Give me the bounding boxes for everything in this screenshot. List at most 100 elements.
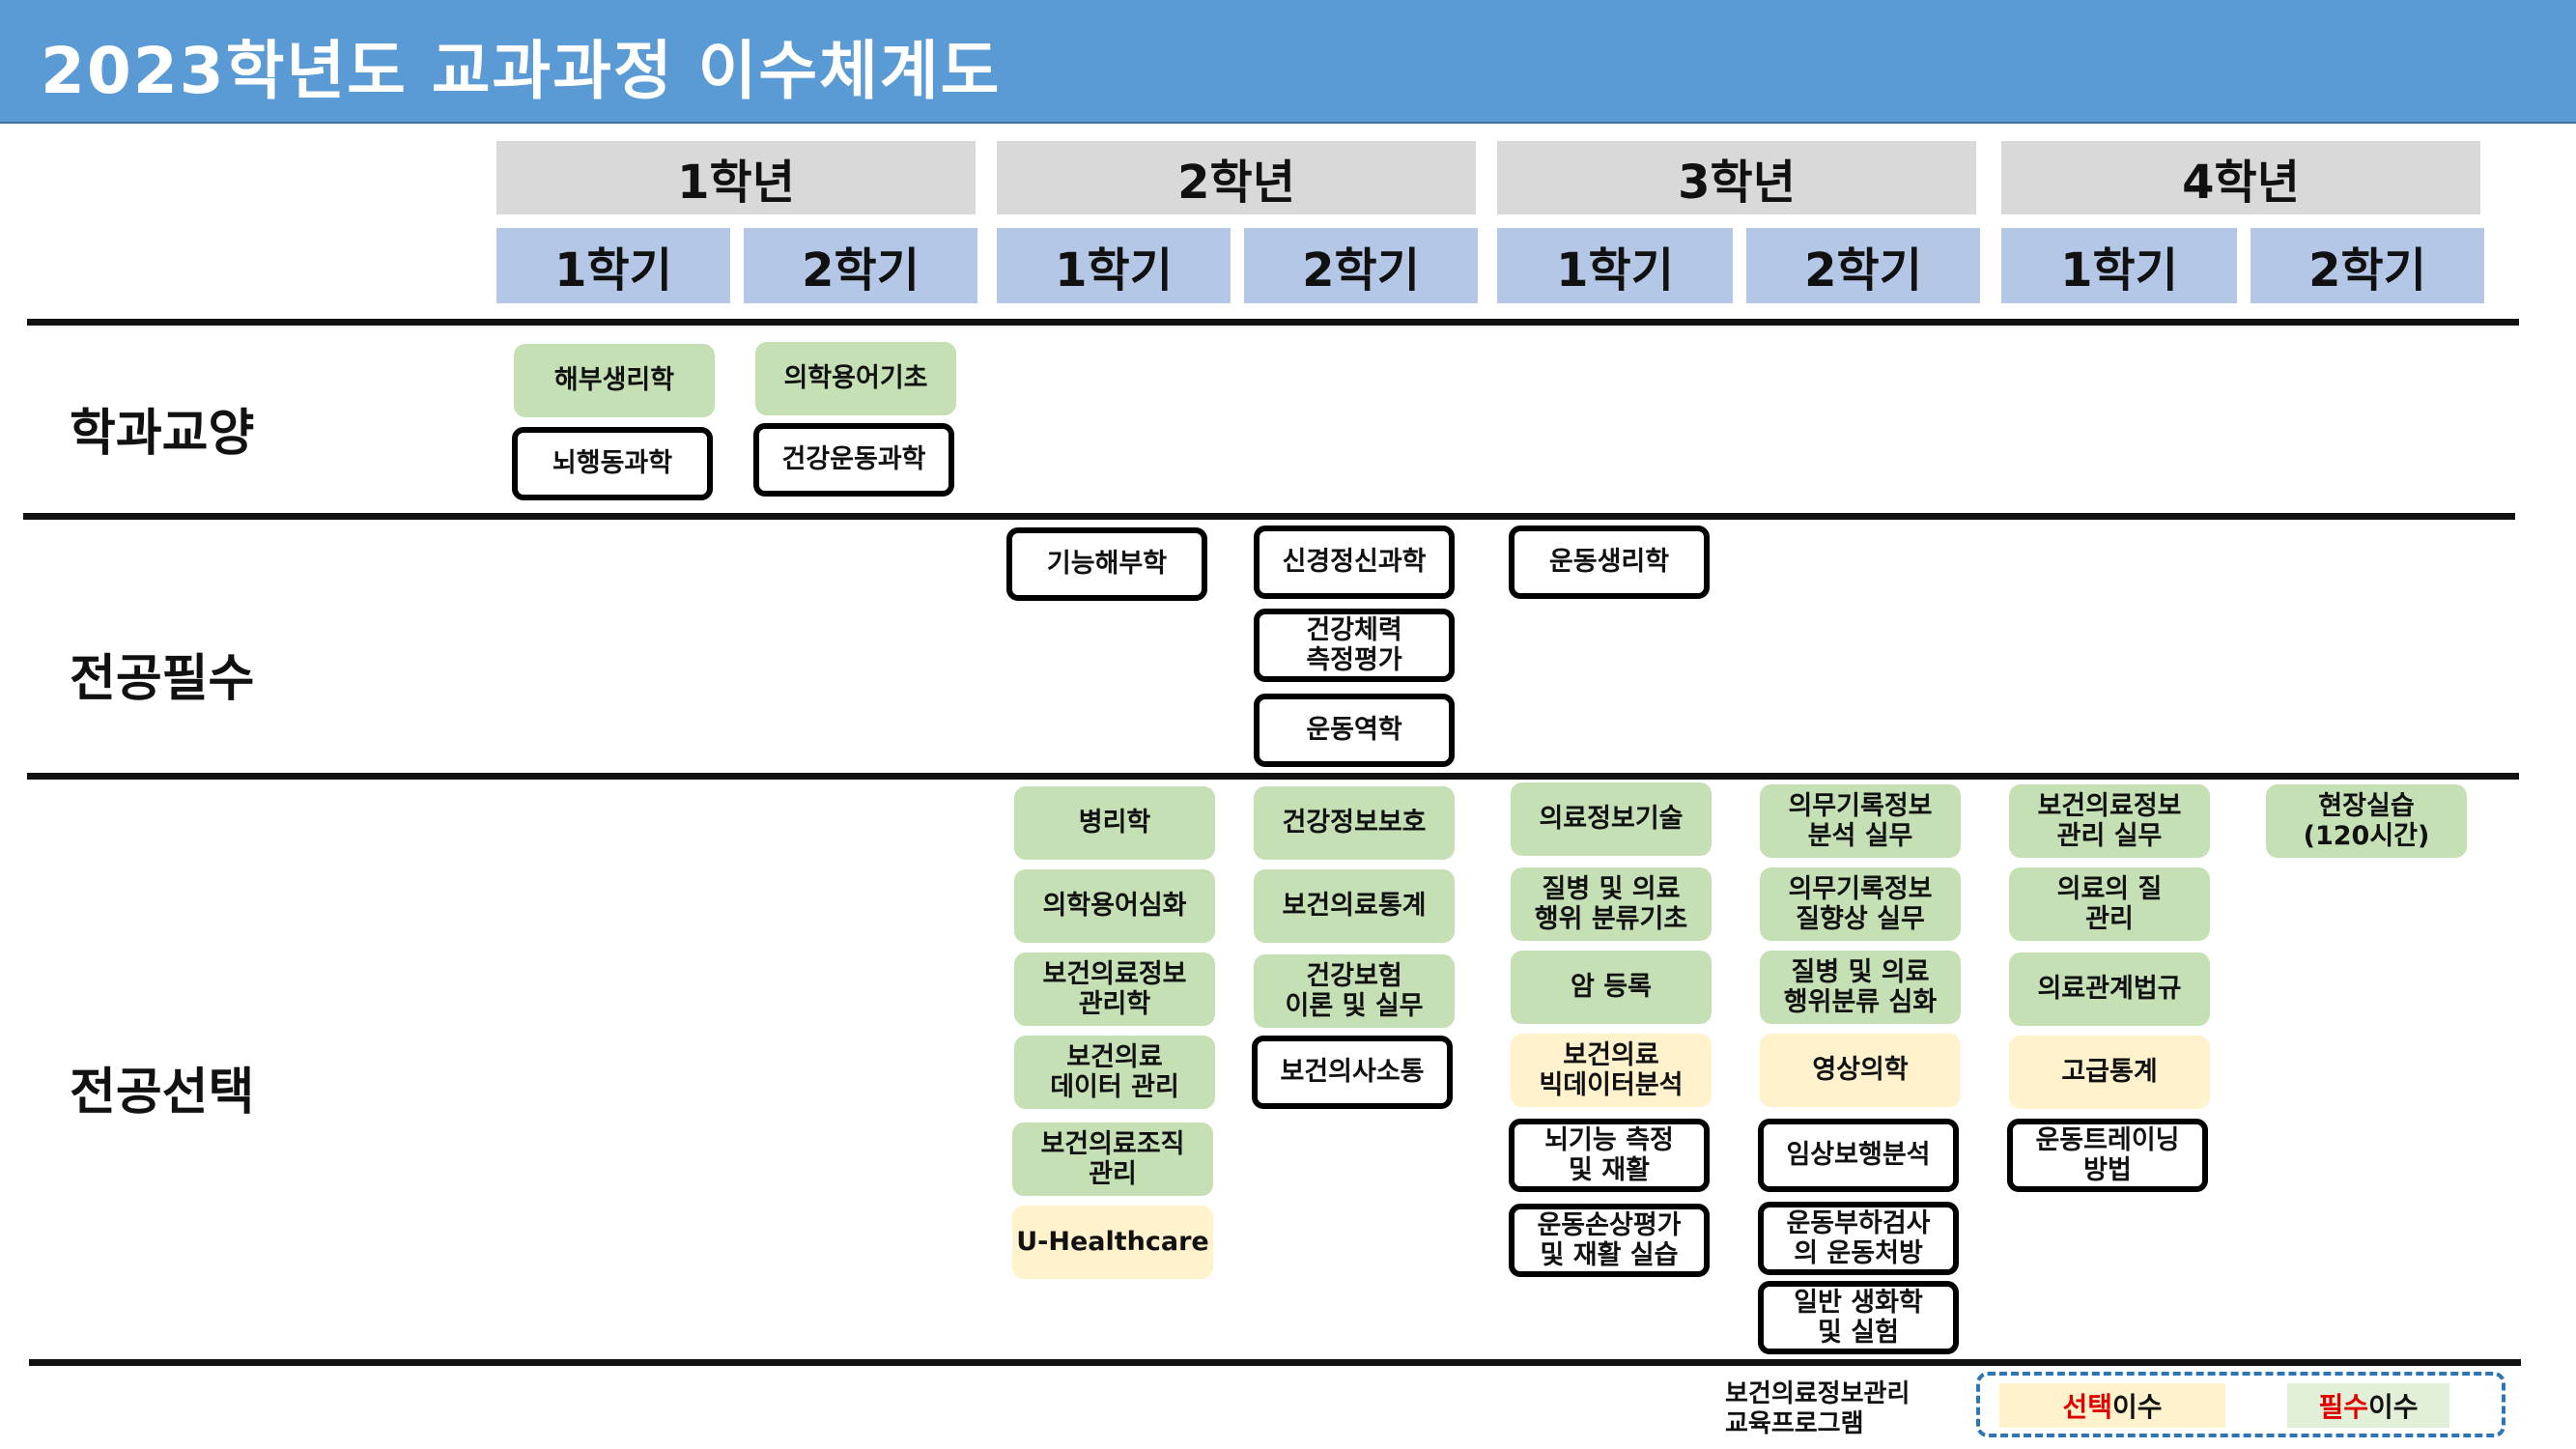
course-card: 보건의료정보 관리학 — [1014, 952, 1215, 1026]
divider-line — [27, 773, 2519, 780]
course-card: 건강체력 측정평가 — [1254, 609, 1455, 682]
course-name: 의료관계법규 — [2037, 974, 2182, 1005]
course-card: 의료의 질 관리 — [2009, 867, 2210, 941]
course-name: 건강정보보호 — [1282, 808, 1427, 838]
course-name: 의학용어기초 — [783, 363, 928, 394]
course-name: 병리학 — [1078, 808, 1151, 838]
semester-header: 2학기 — [744, 228, 977, 303]
course-card: 신경정신과학 — [1254, 526, 1455, 599]
year-header-4: 4학년 — [2001, 141, 2480, 214]
row-label-dept-liberal: 학과교양 — [70, 405, 255, 463]
course-name: 의료정보기술 — [1539, 804, 1684, 835]
course-card: 운동생리학 — [1509, 526, 1710, 599]
course-name: 영상의학 — [1812, 1055, 1909, 1086]
course-name: 운동트레이닝 방법 — [2035, 1124, 2180, 1185]
semester-label: 2학기 — [2308, 243, 2426, 298]
course-card: 기능해부학 — [1006, 527, 1207, 601]
course-name: 의무기록정보 질향상 실무 — [1788, 873, 1933, 934]
course-name: U-Healthcare — [1016, 1227, 1209, 1258]
course-card: 의료관계법규 — [2009, 952, 2210, 1026]
legend-elective-rest: 이수 — [2112, 1391, 2163, 1423]
course-name: 뇌행동과학 — [552, 448, 673, 479]
title-bar: 2023학년도 교과과정 이수체계도 — [0, 0, 2576, 124]
course-card: 해부생리학 — [514, 344, 715, 417]
course-name: 운동부하검사 의 운동처방 — [1786, 1208, 1931, 1268]
course-name: 보건의료 빅데이터분석 — [1539, 1039, 1684, 1100]
divider-line — [23, 513, 2515, 520]
semester-label: 1학기 — [554, 243, 672, 298]
course-card: 의료정보기술 — [1511, 782, 1712, 856]
course-name: 보건의료정보 관리학 — [1042, 958, 1187, 1019]
semester-label: 1학기 — [1556, 243, 1674, 298]
semester-header: 1학기 — [2001, 228, 2237, 303]
divider-line — [29, 1359, 2521, 1366]
course-name: 건강운동과학 — [781, 444, 926, 475]
course-name: 일반 생화학 및 실험 — [1794, 1287, 1923, 1348]
course-name: 현장실습 (120시간) — [2303, 790, 2430, 851]
course-name: 기능해부학 — [1046, 549, 1168, 580]
course-card: 운동역학 — [1254, 694, 1455, 767]
course-card: 보건의료정보 관리 실무 — [2009, 784, 2210, 858]
course-card: 현장실습 (120시간) — [2266, 784, 2467, 858]
course-card: 보건의료 빅데이터분석 — [1511, 1034, 1712, 1107]
semester-header: 1학기 — [997, 228, 1231, 303]
course-card: 암 등록 — [1511, 951, 1712, 1024]
program-label: 보건의료정보관리 교육프로그램 — [1725, 1379, 1910, 1438]
program-text: 보건의료정보관리 교육프로그램 — [1725, 1379, 1911, 1438]
year-label: 1학년 — [677, 156, 795, 210]
year-label: 2학년 — [1177, 156, 1295, 210]
year-header-3: 3학년 — [1497, 141, 1976, 214]
legend-required-highlight: 필수 — [2318, 1391, 2368, 1423]
year-header-2: 2학년 — [997, 141, 1476, 214]
course-card: 고급통계 — [2009, 1036, 2210, 1109]
course-card: 의무기록정보 분석 실무 — [1760, 784, 1961, 858]
year-label: 3학년 — [1678, 156, 1796, 210]
course-card: 보건의사소통 — [1252, 1036, 1453, 1109]
course-card: 운동부하검사 의 운동처방 — [1758, 1202, 1959, 1275]
course-card: 의학용어심화 — [1014, 869, 1215, 943]
course-card: 의무기록정보 질향상 실무 — [1760, 867, 1961, 941]
legend-required-rest: 이수 — [2368, 1391, 2419, 1423]
semester-header: 2학기 — [1244, 228, 1478, 303]
row-label-major-elective: 전공선택 — [70, 1064, 255, 1122]
semester-label: 2학기 — [802, 243, 920, 298]
course-name: 보건의료통계 — [1282, 891, 1427, 922]
semester-label: 2학기 — [1302, 243, 1420, 298]
course-name: 운동역학 — [1306, 715, 1402, 746]
course-name: 보건의료정보 관리 실무 — [2037, 790, 2182, 851]
course-card: 뇌기능 측정 및 재활 — [1509, 1119, 1710, 1192]
course-card: 건강정보보호 — [1254, 786, 1455, 860]
course-name: 의료의 질 관리 — [2056, 873, 2163, 934]
course-card: 건강보험 이론 및 실무 — [1254, 954, 1455, 1028]
course-name: 신경정신과학 — [1282, 547, 1427, 578]
course-name: 보건의료조직 관리 — [1040, 1128, 1185, 1189]
page-title: 2023학년도 교과과정 이수체계도 — [41, 34, 1002, 108]
course-name: 운동생리학 — [1548, 547, 1670, 578]
divider-line — [27, 319, 2519, 326]
course-card: 뇌행동과학 — [512, 427, 713, 500]
row-label-major-required: 전공필수 — [70, 650, 255, 708]
course-name: 운동손상평가 및 재활 실습 — [1537, 1209, 1682, 1270]
course-card: 운동손상평가 및 재활 실습 — [1509, 1204, 1710, 1277]
course-card: 의학용어기초 — [755, 342, 956, 415]
course-card: 임상보행분석 — [1758, 1119, 1959, 1192]
course-name: 건강보험 이론 및 실무 — [1285, 960, 1424, 1021]
year-header-1: 1학년 — [496, 141, 976, 214]
course-name: 해부생리학 — [553, 365, 675, 396]
course-card: 건강운동과학 — [753, 423, 954, 497]
course-name: 건강체력 측정평가 — [1306, 614, 1402, 675]
course-card: 병리학 — [1014, 786, 1215, 860]
semester-label: 1학기 — [1055, 243, 1173, 298]
semester-header: 1학기 — [496, 228, 730, 303]
course-card: 보건의료 데이터 관리 — [1014, 1036, 1215, 1109]
course-name: 뇌기능 측정 및 재활 — [1544, 1124, 1674, 1185]
course-name: 의학용어심화 — [1042, 891, 1187, 922]
course-card: 보건의료통계 — [1254, 869, 1455, 943]
course-card: 보건의료조직 관리 — [1012, 1122, 1213, 1196]
semester-label: 2학기 — [1804, 243, 1922, 298]
course-name: 의무기록정보 분석 실무 — [1788, 790, 1933, 851]
course-card: 운동트레이닝 방법 — [2007, 1119, 2208, 1192]
